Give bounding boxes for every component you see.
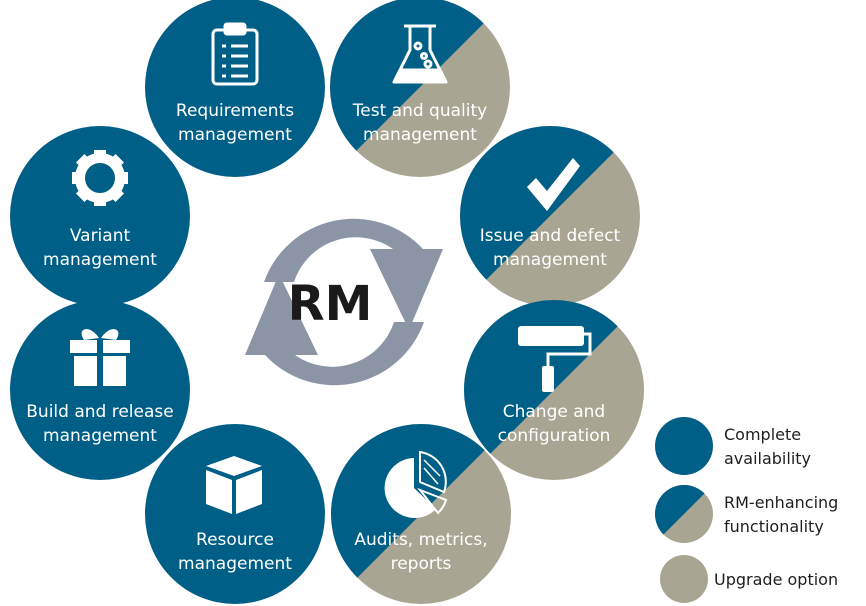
gift-icon: [70, 329, 130, 386]
legend-item-enhancing: RM-enhancing functionality: [655, 485, 838, 543]
module-label-line1: Issue and defect: [480, 226, 621, 246]
module-label-line2: configuration: [498, 426, 611, 446]
module-label-line1: Resource: [196, 530, 274, 550]
cycle-arrow-top: [264, 218, 443, 330]
module-issue-defect: Issue and defect management: [460, 126, 640, 306]
module-label-line1: Variant: [70, 226, 131, 246]
legend-label-line1: Complete: [724, 425, 801, 444]
flask-icon: [392, 24, 448, 84]
center-label: RM: [288, 276, 373, 332]
cycle-arrow-bottom: [245, 274, 424, 386]
module-label-line2: management: [363, 125, 477, 145]
module-label-line1: Requirements: [176, 101, 294, 121]
module-label-line1: Change and: [503, 402, 605, 422]
module-label-line2: management: [43, 250, 157, 270]
module-resource: Resource management: [145, 424, 325, 604]
module-label-line2: reports: [391, 554, 452, 574]
module-variant: Variant management: [10, 126, 190, 306]
module-build-release: Build and release management: [10, 300, 190, 480]
legend-label-line1: Upgrade option: [714, 570, 838, 589]
module-label-line2: management: [43, 426, 157, 446]
module-test-quality: Test and quality management: [330, 0, 510, 177]
module-label-line2: management: [178, 125, 292, 145]
module-label-line1: Build and release: [26, 402, 173, 422]
box-icon: [206, 456, 262, 514]
pie-chart-icon: [384, 450, 448, 518]
legend: Complete availability RM-enhancing funct…: [655, 417, 838, 603]
legend-label-line2: functionality: [724, 517, 824, 536]
module-requirements: Requirements management: [145, 0, 325, 177]
legend-label-line1: RM-enhancing: [724, 493, 838, 512]
gear-icon: [72, 150, 128, 206]
module-label-line2: management: [493, 250, 607, 270]
checkmark-icon: [527, 158, 580, 211]
module-label-line1: Test and quality: [352, 101, 487, 121]
legend-item-upgrade: Upgrade option: [660, 555, 838, 603]
module-label-line1: Audits, metrics,: [354, 530, 487, 550]
module-audits: Audits, metrics, reports: [331, 424, 511, 604]
legend-item-complete: Complete availability: [655, 417, 811, 475]
cycle-arrows: RM: [245, 218, 443, 386]
clipboard-icon: [211, 22, 259, 86]
module-change-config: Change and configuration: [464, 300, 644, 480]
legend-label-line2: availability: [724, 449, 811, 468]
paint-roller-icon: [518, 326, 592, 392]
module-label-line2: management: [178, 554, 292, 574]
